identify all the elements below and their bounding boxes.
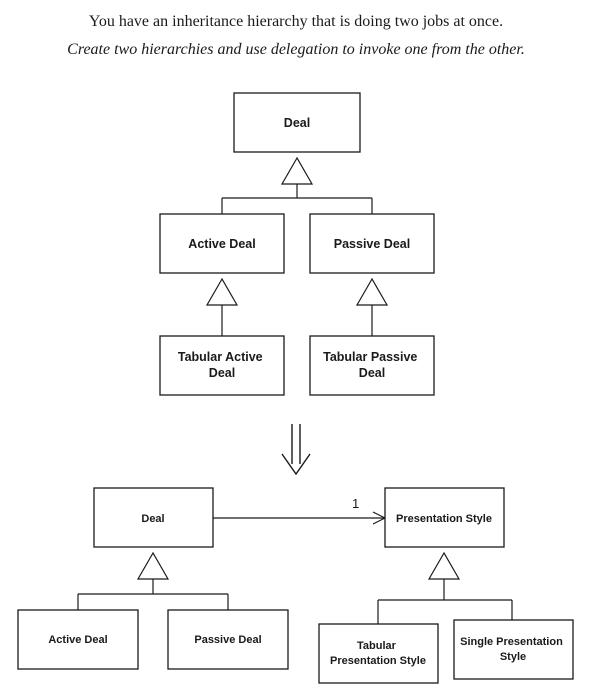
before-tabular-passive-deal-line-1: Tabular Passive <box>323 350 417 364</box>
after-tabular-presentation-style-line-2: Presentation Style <box>330 655 426 667</box>
before-tabular-active-deal-line-2: Deal <box>209 366 235 380</box>
caption-line-1: You have an inheritance hierarchy that i… <box>88 13 504 30</box>
before-passive-deal-label: Passive Deal <box>334 237 410 251</box>
after-deal-label: Deal <box>141 513 164 525</box>
after-tabular-presentation-style-box <box>318 623 439 684</box>
after-deal-box <box>93 487 214 548</box>
caption-line-2: Create two hierarchies and use delegatio… <box>67 41 525 58</box>
before-tabular-active-deal-label: Tabular Active Deal <box>178 350 266 380</box>
before-deal-label: Deal <box>284 116 310 130</box>
before-tabular-passive-deal-box <box>309 335 435 396</box>
after-single-presentation-style-line-2: Style <box>500 651 526 663</box>
after-tabular-presentation-style-label: Tabular Presentation Style <box>330 640 426 667</box>
before-active-deal-box <box>159 213 285 274</box>
double-down-arrow-icon <box>281 424 311 476</box>
before-passive-deal-box <box>309 213 435 274</box>
after-tabular-presentation-style-line-1: Tabular <box>357 640 397 652</box>
after-active-deal-box <box>17 609 139 670</box>
generalization-triangle-icon <box>136 551 170 580</box>
generalization-triangle-icon <box>280 156 314 185</box>
generalization-triangle-icon <box>205 277 239 306</box>
generalization-triangle-icon <box>355 277 389 306</box>
after-single-presentation-style-box <box>453 619 574 680</box>
generalization-triangle-icon <box>427 551 461 580</box>
before-tabular-active-deal-line-1: Tabular Active <box>178 350 263 364</box>
before-tabular-passive-deal-line-2: Deal <box>359 366 385 380</box>
after-single-presentation-style-label: Single Presentation Style <box>460 636 566 663</box>
after-passive-deal-box <box>167 609 289 670</box>
after-single-presentation-style-line-1: Single Presentation <box>460 636 563 648</box>
after-presentation-style-box <box>384 487 505 548</box>
after-presentation-style-label: Presentation Style <box>396 513 492 525</box>
after-active-deal-label: Active Deal <box>48 634 107 646</box>
after-passive-deal-label: Passive Deal <box>194 634 261 646</box>
association-multiplicity: 1 <box>352 496 359 511</box>
before-deal-box <box>233 92 361 153</box>
before-hierarchy: Deal Active Deal Passive Deal Tabular Ac… <box>159 92 435 396</box>
before-tabular-active-deal-box <box>159 335 285 396</box>
before-active-deal-label: Active Deal <box>188 237 255 251</box>
after-hierarchies: Deal 1 Presentation Style Active Deal Pa… <box>17 487 574 684</box>
before-tabular-passive-deal-label: Tabular Passive Deal <box>323 350 421 380</box>
